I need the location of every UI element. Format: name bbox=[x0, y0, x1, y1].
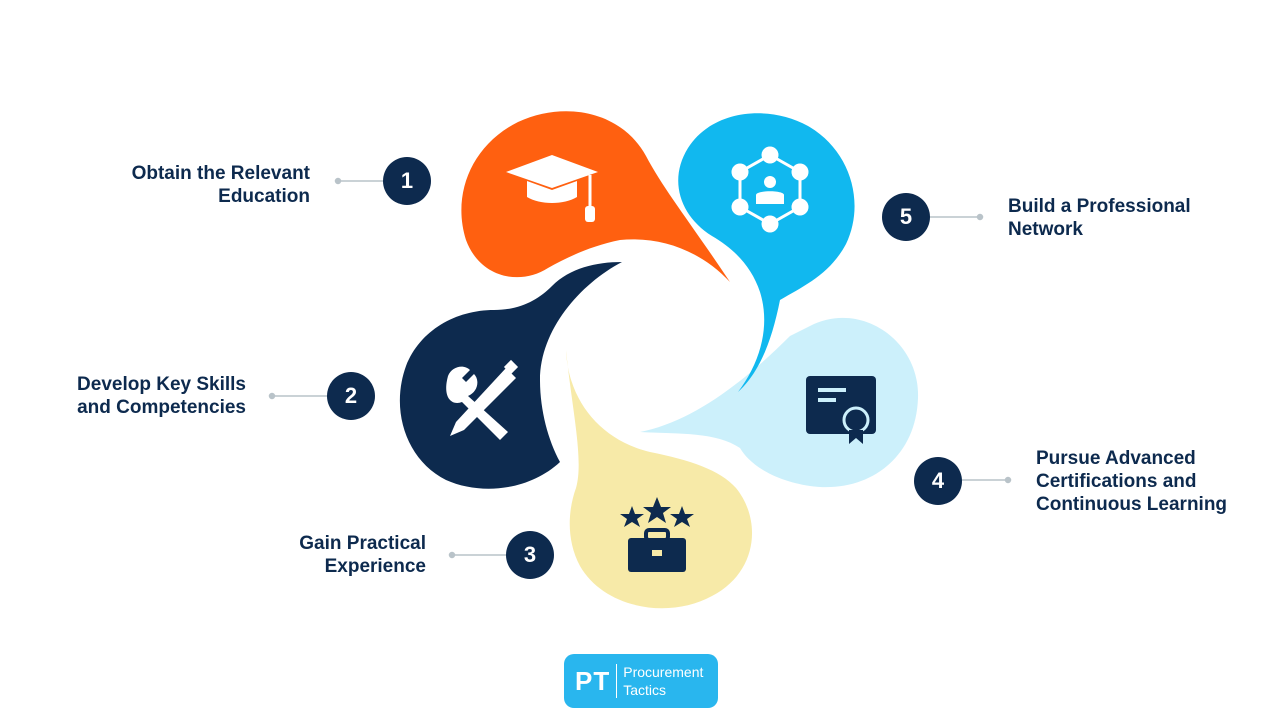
logo-text: Procurement Tactics bbox=[623, 664, 704, 698]
step-3-number: 3 bbox=[506, 531, 554, 579]
step-1-label: Obtain the Relevant Education bbox=[131, 163, 310, 207]
graduation-cap-icon bbox=[506, 155, 598, 222]
step-4-label: Pursue Advanced Certifications and Conti… bbox=[1036, 448, 1228, 515]
petal-4 bbox=[640, 317, 919, 488]
petal-3 bbox=[566, 350, 753, 609]
step-5-number: 5 bbox=[882, 193, 930, 241]
briefcase-stars-icon bbox=[620, 497, 694, 572]
petal-1-shape bbox=[461, 111, 730, 282]
step-1-number: 1 bbox=[383, 157, 431, 205]
petal-1 bbox=[461, 111, 730, 282]
connector-dot-3 bbox=[448, 551, 456, 559]
step-2-label: Develop Key Skills and Competencies bbox=[77, 374, 246, 418]
network-icon bbox=[731, 146, 809, 233]
wrench-pencil-icon bbox=[446, 359, 519, 440]
petal-5-shape bbox=[678, 113, 855, 393]
procurement-tactics-logo: PT Procurement Tactics bbox=[564, 654, 718, 708]
step-5-label: Build a Professional Network bbox=[1008, 196, 1191, 240]
connector-dot-2 bbox=[268, 392, 276, 400]
petal-3-shape bbox=[566, 350, 753, 609]
logo-mark: PT bbox=[575, 665, 611, 696]
step-4-number: 4 bbox=[914, 457, 962, 505]
certificate-icon bbox=[806, 376, 876, 444]
connector-dot-1 bbox=[334, 177, 342, 185]
step-3-label: Gain Practical Experience bbox=[299, 533, 426, 577]
petal-5 bbox=[678, 113, 855, 393]
logo-divider bbox=[616, 664, 618, 698]
connector-dot-4 bbox=[1004, 476, 1012, 484]
step-2-number: 2 bbox=[327, 372, 375, 420]
connector-dot-5 bbox=[976, 213, 984, 221]
petal-4-shape bbox=[640, 317, 919, 488]
connector-lines bbox=[268, 177, 1012, 559]
